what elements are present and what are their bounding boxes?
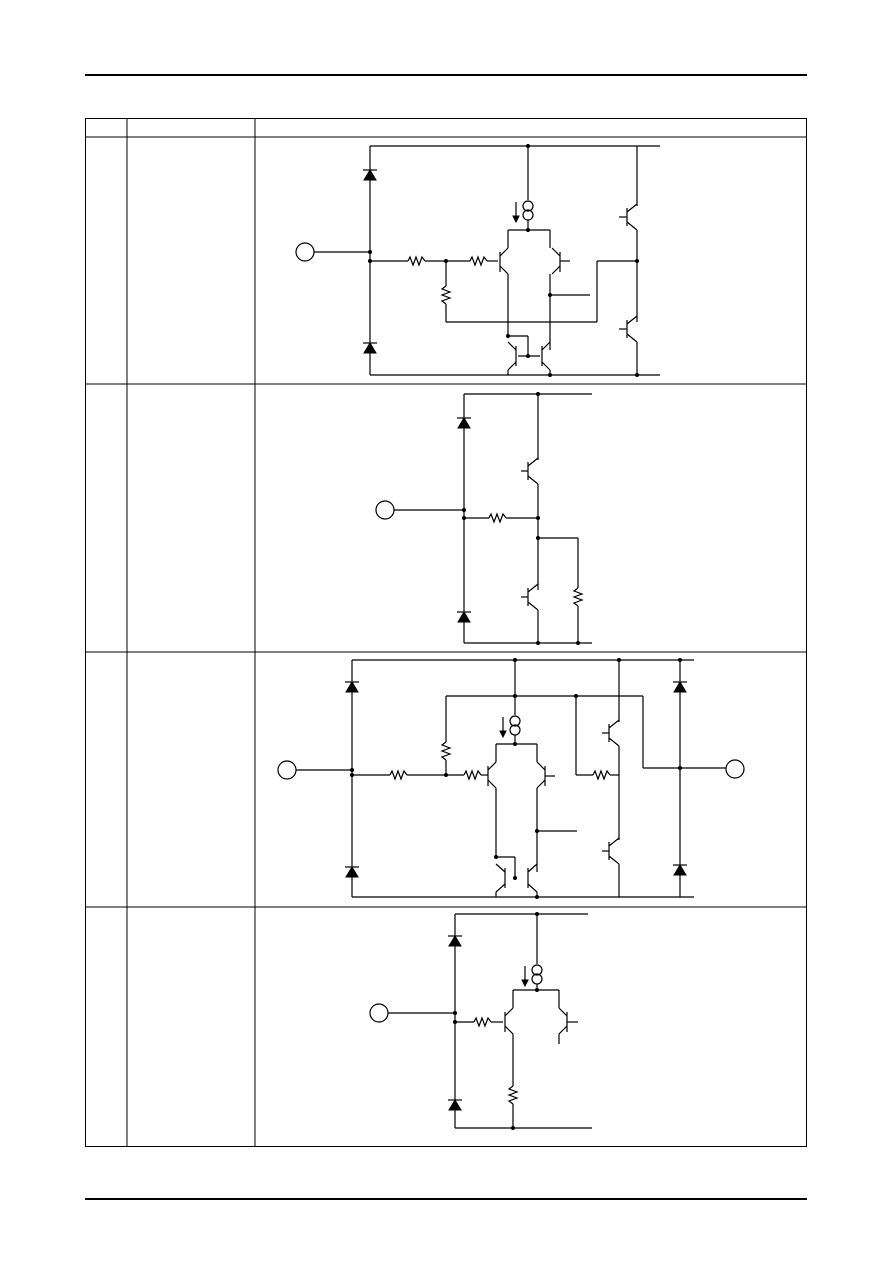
- resistor: [473, 1016, 492, 1028]
- resistor: [572, 587, 584, 607]
- table-grid: [85, 118, 807, 1147]
- diode-lower: [363, 342, 377, 354]
- current-source: [509, 715, 521, 727]
- pin-terminal-out: [725, 759, 745, 779]
- footer-rule: [85, 1198, 807, 1200]
- diode-upper: [363, 169, 377, 181]
- pin-terminal-in: [277, 760, 297, 780]
- resistor: [440, 741, 452, 761]
- pin-terminal: [369, 1003, 389, 1023]
- resistor: [507, 1085, 519, 1105]
- header-rule: [85, 74, 807, 76]
- diode-lower: [448, 1099, 462, 1111]
- resistor: [463, 769, 482, 781]
- current-source: [531, 964, 543, 976]
- resistor: [440, 285, 452, 305]
- diode-lower: [457, 611, 471, 623]
- diode-upper-right: [673, 681, 687, 693]
- diode-lower-right: [673, 864, 687, 876]
- resistor: [469, 255, 488, 267]
- pin-terminal: [295, 242, 315, 262]
- diode-upper: [457, 417, 471, 429]
- pin-equivalent-circuit-table: [85, 118, 807, 1147]
- diode-upper: [448, 935, 462, 947]
- resistor: [407, 255, 426, 267]
- equivalent-circuit-2: [375, 392, 592, 645]
- pin-terminal: [375, 500, 395, 520]
- resistor: [389, 769, 408, 781]
- resistor: [592, 769, 611, 781]
- current-source: [522, 200, 534, 212]
- equivalent-circuit-3: [277, 658, 745, 899]
- equivalent-circuit-1: [295, 144, 660, 377]
- diode-lower: [345, 866, 359, 878]
- diode-upper: [345, 681, 359, 693]
- equivalent-circuit-4: [369, 912, 592, 1130]
- resistor: [488, 512, 507, 524]
